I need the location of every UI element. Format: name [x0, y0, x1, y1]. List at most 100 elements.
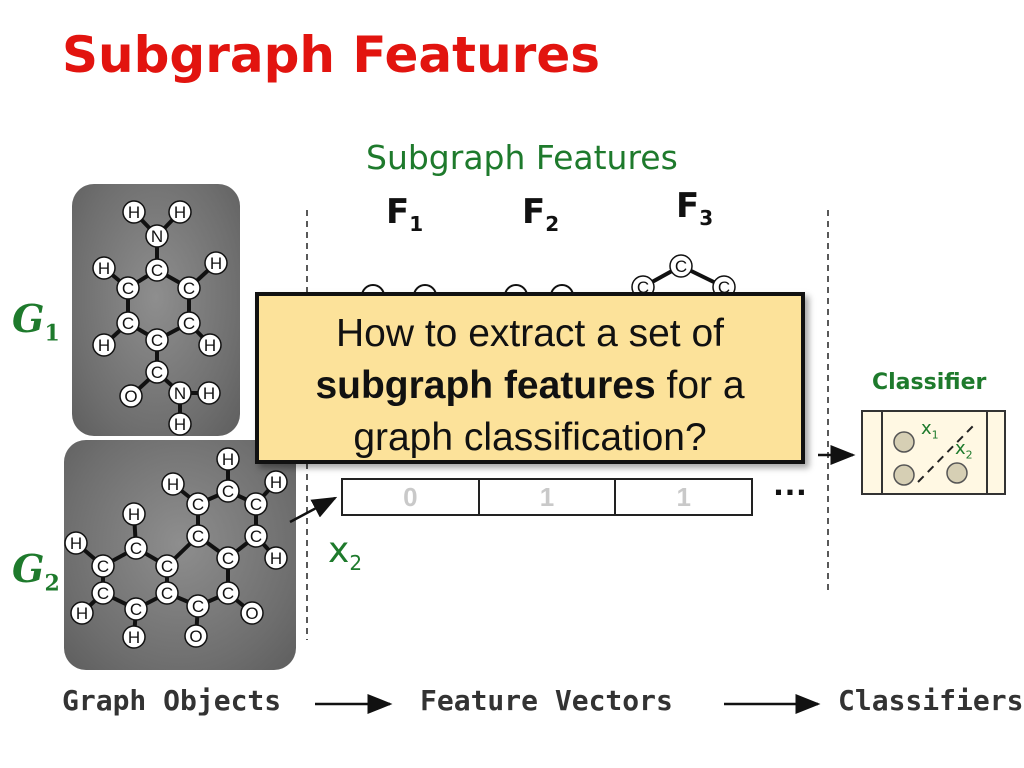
atom-h: [198, 333, 222, 357]
atom-c: [177, 276, 201, 300]
atom-c: [216, 581, 240, 605]
feature-vector-x2: 0 1 1: [341, 478, 753, 516]
atom-label: C: [97, 557, 109, 576]
atom-label: C: [250, 495, 262, 514]
classifier-box: x1 x2: [861, 410, 1006, 495]
pipeline-feature-vectors: Feature Vectors: [420, 684, 673, 717]
point-circle: [893, 464, 915, 486]
atom-n: [145, 224, 169, 248]
atom-label: H: [174, 203, 186, 222]
atom-label: C: [151, 363, 163, 382]
feature-label-f1: F1: [386, 192, 424, 236]
atom-h: [161, 472, 185, 496]
atom-label: C: [161, 584, 173, 603]
atom-label: C: [183, 314, 195, 333]
classifier-point-x1: x1: [921, 418, 939, 442]
vector-label-x2: x2: [328, 530, 363, 576]
callout-line-1: How to extract a set of: [335, 312, 724, 355]
atom-o: [119, 384, 143, 408]
atom-c: [91, 581, 115, 605]
atom-o: [184, 624, 208, 648]
atom-label: H: [174, 415, 186, 434]
features-header: Subgraph Features: [366, 138, 678, 177]
atom-label: C: [183, 279, 195, 298]
atom-label: C: [222, 584, 234, 603]
atom-h: [168, 200, 192, 224]
atom-label: N: [151, 227, 163, 246]
atom-label: H: [128, 505, 140, 524]
atom-label: C: [161, 557, 173, 576]
atom-h: [70, 601, 94, 625]
atom-label: H: [210, 254, 222, 273]
point-circle: [946, 462, 968, 484]
vector-cell: 1: [676, 482, 691, 512]
atom-label: O: [189, 627, 202, 646]
atom-h: [122, 625, 146, 649]
atom-label: C: [192, 495, 204, 514]
atom-label: H: [204, 336, 216, 355]
atom-label: C: [122, 314, 134, 333]
atom-h: [204, 251, 228, 275]
atom-c: [124, 597, 148, 621]
atom-c: [216, 546, 240, 570]
classifier-plot: [893, 423, 976, 486]
callout-line-3: graph classification?: [353, 416, 707, 459]
atom-label: C: [675, 257, 687, 276]
point-circle: [893, 431, 915, 453]
atom-n: [168, 381, 192, 405]
atom-label: O: [245, 604, 258, 623]
atom-label: O: [124, 387, 137, 406]
atom-h: [122, 502, 146, 526]
atom-label: H: [222, 450, 234, 469]
atom-label: C: [122, 279, 134, 298]
vector-ellipsis: …: [772, 462, 809, 503]
atom-c: [216, 479, 240, 503]
atom-c: [186, 594, 210, 618]
pipeline-graph-objects: Graph Objects: [62, 684, 282, 717]
vector-cell: 0: [343, 480, 480, 514]
atom-label: C: [250, 527, 262, 546]
atom-label: H: [70, 534, 82, 553]
atom-h: [197, 381, 221, 405]
atom-label: C: [97, 584, 109, 603]
classifier-label: Classifier: [872, 370, 987, 395]
graph-label-g2: G2: [12, 546, 60, 597]
atom-label: H: [76, 604, 88, 623]
vector-cell: 1: [480, 480, 617, 514]
atom-c: [91, 554, 115, 578]
arrow-g2-to-x2: [289, 496, 338, 524]
atom-h: [264, 546, 288, 570]
atom-h: [92, 256, 116, 280]
atom-c: [155, 581, 179, 605]
atom-h: [216, 447, 240, 471]
atom-o: [240, 601, 264, 625]
atom-c: [177, 311, 201, 335]
question-callout: How to extract a set of subgraph feature…: [255, 292, 805, 464]
feature-label-f2: F2: [522, 192, 560, 236]
atom-c: [186, 524, 210, 548]
atom-h: [64, 531, 88, 555]
atom-label: C: [192, 597, 204, 616]
atom-label: C: [130, 539, 142, 558]
atom-c: [186, 492, 210, 516]
atom-label: C: [222, 482, 234, 501]
atom-label: H: [128, 628, 140, 647]
atom-c: [155, 554, 179, 578]
atom-label: H: [270, 473, 282, 492]
graph-label-g1: G1: [12, 296, 60, 347]
atom-label: C: [130, 600, 142, 619]
atom-c: [116, 276, 140, 300]
feature-label-f3: F3: [676, 186, 714, 230]
pipeline-classifiers: Classifiers: [838, 684, 1024, 717]
callout-bold-text: subgraph features: [315, 364, 656, 407]
classifier-point-x2: x2: [955, 438, 973, 462]
atom-c: [124, 536, 148, 560]
atom-label: H: [167, 475, 179, 494]
atom-h: [264, 470, 288, 494]
atom-label: H: [128, 203, 140, 222]
atom-label: H: [203, 384, 215, 403]
atom-c: [244, 524, 268, 548]
atom-c: [116, 311, 140, 335]
